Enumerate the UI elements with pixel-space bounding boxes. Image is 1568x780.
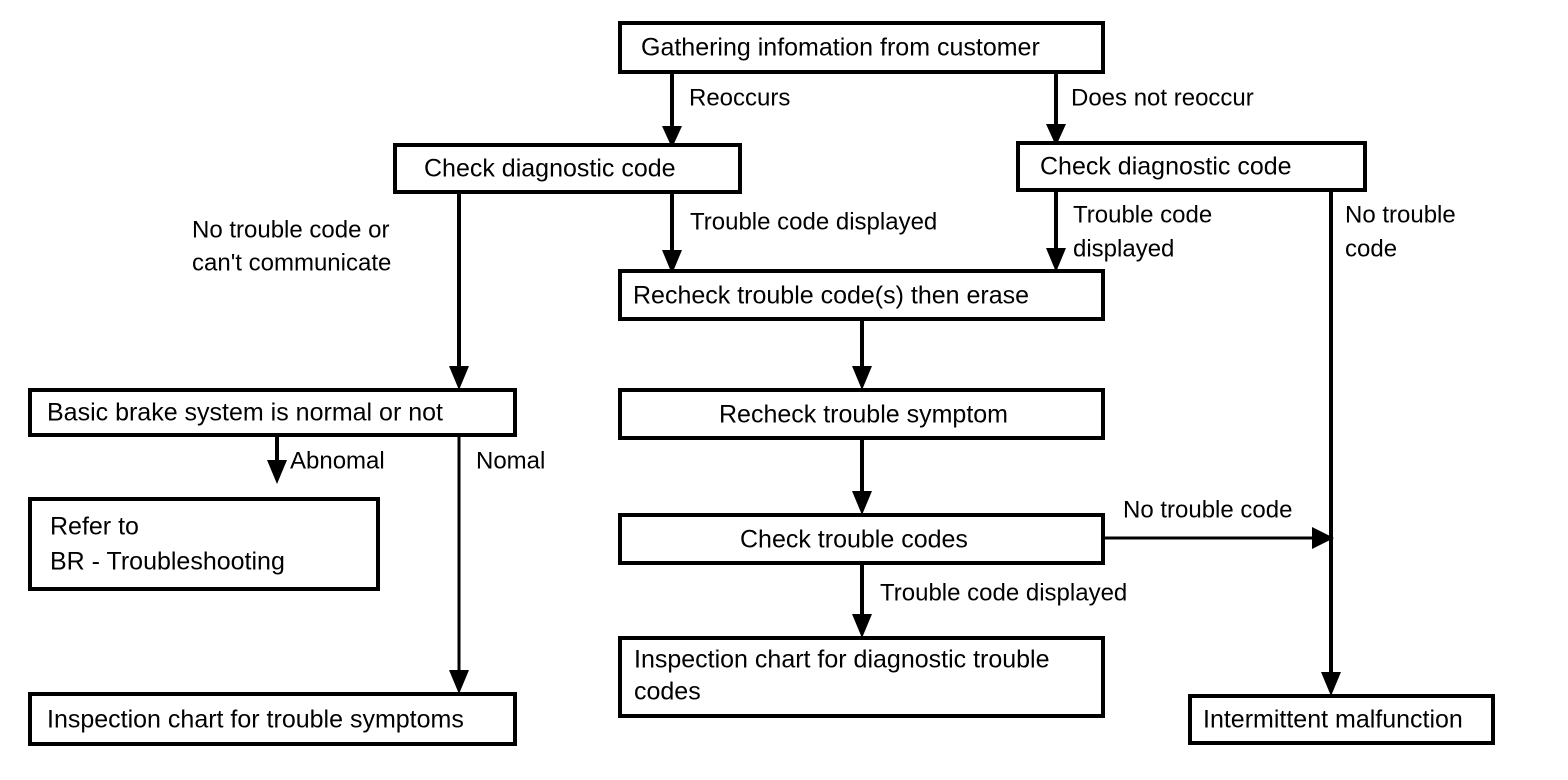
node-recheck-trouble-codes-then-erase-box bbox=[618, 269, 1105, 321]
node-refer-to-br-troubleshooting-label-line2: BR - Troubleshooting bbox=[50, 548, 285, 576]
edge-reoccurs bbox=[662, 72, 682, 148]
node-refer-to-br-troubleshooting-label-line1: Refer to bbox=[50, 513, 139, 541]
edge-abnormal bbox=[267, 435, 287, 484]
node-gathering-information-label: Gathering infomation from customer bbox=[641, 34, 1040, 62]
edge-label-trouble-code-displayed-right-line1: Trouble code bbox=[1073, 201, 1212, 228]
edge-trouble-code-displayed-lower bbox=[852, 563, 872, 638]
node-check-trouble-codes[interactable]: Check trouble codes bbox=[618, 513, 1105, 565]
node-basic-brake-system[interactable]: Basic brake system is normal or not bbox=[28, 388, 517, 437]
edge-label-no-trouble-code-or-cant-communicate-line2: can't communicate bbox=[192, 249, 391, 276]
node-inspection-chart-diagnostic-codes-box bbox=[618, 636, 1105, 718]
edge-abnormal-arrowhead bbox=[267, 460, 287, 484]
node-intermittent-malfunction[interactable]: Intermittent malfunction bbox=[1188, 694, 1495, 745]
edge-does-not-reoccur bbox=[1046, 72, 1066, 146]
edge-reoccurs-arrowhead bbox=[662, 126, 682, 148]
node-inspection-chart-diagnostic-codes-label-line1: Inspection chart for diagnostic trouble bbox=[634, 646, 1050, 674]
node-recheck-trouble-symptom[interactable]: Recheck trouble symptom bbox=[618, 388, 1105, 440]
node-inspection-chart-diagnostic-codes-label-line2: codes bbox=[634, 678, 701, 706]
edge-rts-ctc-arrowhead bbox=[852, 491, 872, 515]
edge-trouble-code-displayed-right bbox=[1046, 190, 1066, 272]
edge-label-no-trouble-code-right-line2: code bbox=[1345, 235, 1397, 262]
edge-symptom-to-check-codes bbox=[852, 438, 872, 515]
node-check-diagnostic-code-left[interactable]: Check diagnostic code bbox=[393, 143, 742, 194]
edge-ntc-horizontal-arrowhead bbox=[1312, 527, 1334, 549]
edge-tcd-right-arrowhead bbox=[1046, 248, 1066, 272]
edge-recheck-erase-to-symptom bbox=[852, 319, 872, 390]
node-inspection-chart-trouble-symptoms-label: Inspection chart for trouble symptoms bbox=[47, 706, 464, 734]
node-inspection-chart-trouble-symptoms-box bbox=[28, 692, 517, 746]
node-refer-to-br-troubleshooting-box bbox=[28, 497, 380, 591]
edge-tcd-lower-arrowhead bbox=[852, 614, 872, 638]
node-refer-to-br-troubleshooting[interactable]: Refer to BR - Troubleshooting bbox=[28, 497, 380, 591]
node-recheck-trouble-symptom-box bbox=[618, 388, 1105, 440]
node-basic-brake-system-label: Basic brake system is normal or not bbox=[47, 399, 443, 427]
node-check-diagnostic-code-left-label: Check diagnostic code bbox=[424, 155, 676, 183]
edge-rte-rts-arrowhead bbox=[852, 366, 872, 390]
node-recheck-trouble-codes-then-erase-label: Recheck trouble code(s) then erase bbox=[633, 282, 1029, 310]
node-recheck-trouble-codes-then-erase[interactable]: Recheck trouble code(s) then erase bbox=[618, 269, 1105, 321]
edge-label-no-trouble-code-right-line1: No trouble bbox=[1345, 201, 1456, 228]
edge-tcd-mid-arrowhead bbox=[662, 250, 682, 274]
edge-label-trouble-code-displayed-middle: Trouble code displayed bbox=[690, 208, 937, 235]
edge-normal bbox=[449, 435, 469, 694]
edge-label-trouble-code-displayed-lower: Trouble code displayed bbox=[880, 579, 1127, 606]
node-inspection-chart-diagnostic-codes[interactable]: Inspection chart for diagnostic trouble … bbox=[618, 636, 1105, 718]
edge-no-trouble-code-or-cant-communicate bbox=[449, 192, 469, 390]
node-check-trouble-codes-box bbox=[618, 513, 1105, 565]
edge-no-trouble-code-horizontal bbox=[1103, 527, 1334, 549]
edge-label-no-trouble-code-or-cant-communicate-line1: No trouble code or bbox=[192, 216, 389, 243]
edge-does-not-reoccur-arrowhead bbox=[1046, 124, 1066, 146]
edge-label-reoccurs: Reoccurs bbox=[689, 84, 790, 111]
node-check-diagnostic-code-right[interactable]: Check diagnostic code bbox=[1016, 141, 1367, 192]
edge-label-no-trouble-code-horizontal: No trouble code bbox=[1123, 496, 1292, 523]
node-check-diagnostic-code-right-label: Check diagnostic code bbox=[1040, 153, 1292, 181]
node-intermittent-malfunction-box bbox=[1188, 694, 1495, 745]
node-check-diagnostic-code-right-box bbox=[1016, 141, 1367, 192]
edge-label-does-not-reoccur: Does not reoccur bbox=[1071, 84, 1254, 111]
edge-label-normal: Nomal bbox=[476, 447, 545, 474]
edge-no-trouble-code-right bbox=[1321, 190, 1341, 696]
edge-normal-arrowhead bbox=[449, 670, 469, 694]
edge-ntc-right-arrowhead bbox=[1321, 672, 1341, 696]
node-inspection-chart-trouble-symptoms[interactable]: Inspection chart for trouble symptoms bbox=[28, 692, 517, 746]
node-basic-brake-system-box bbox=[28, 388, 517, 437]
node-recheck-trouble-symptom-label: Recheck trouble symptom bbox=[719, 401, 1008, 429]
node-check-diagnostic-code-left-box bbox=[393, 143, 742, 194]
node-intermittent-malfunction-label: Intermittent malfunction bbox=[1203, 706, 1463, 734]
edge-label-abnormal: Abnomal bbox=[290, 447, 385, 474]
edge-label-trouble-code-displayed-right-line2: displayed bbox=[1073, 235, 1174, 262]
edge-trouble-code-displayed-middle bbox=[662, 192, 682, 274]
edge-no-code-arrowhead bbox=[449, 366, 469, 390]
node-gathering-information-box bbox=[618, 21, 1105, 74]
node-gathering-information[interactable]: Gathering infomation from customer bbox=[618, 21, 1105, 74]
node-check-trouble-codes-label: Check trouble codes bbox=[740, 526, 968, 554]
